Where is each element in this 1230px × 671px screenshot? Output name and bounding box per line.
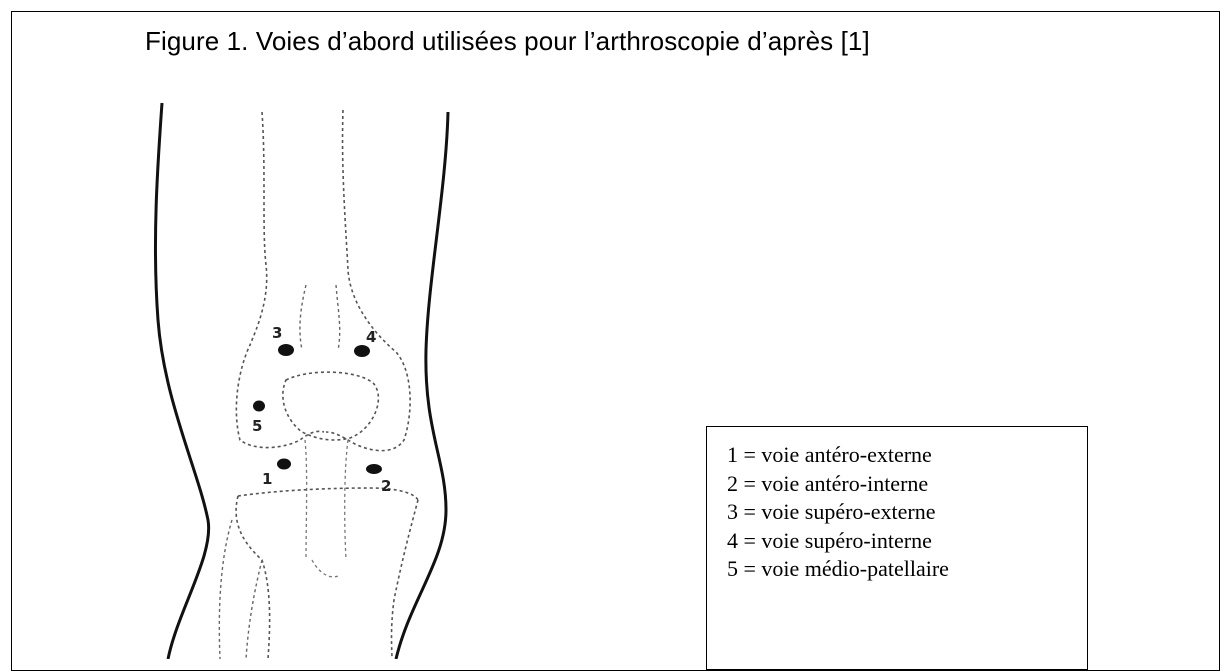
patella-outline	[283, 372, 379, 440]
legend-item: 1 = voie antéro-externe	[727, 441, 1087, 470]
portal-label-5: 5	[252, 417, 262, 435]
femur-outline-medial	[326, 110, 410, 451]
legend-item: 2 = voie antéro-interne	[727, 470, 1087, 499]
portal-label-4: 4	[366, 328, 376, 346]
patellar-tendon	[305, 440, 348, 560]
intercondylar-notch	[300, 285, 340, 350]
portal-label-2: 2	[381, 477, 391, 495]
tibial-tuberosity	[312, 560, 340, 577]
legend-item: 3 = voie supéro-externe	[727, 498, 1087, 527]
portal-dot-4	[354, 345, 370, 357]
portal-label-1: 1	[262, 470, 272, 488]
portal-label-3: 3	[272, 324, 282, 342]
portal-dot-1	[277, 459, 291, 470]
fibula-outline	[219, 520, 262, 659]
portal-dot-3	[278, 344, 294, 356]
tibia-outline	[236, 496, 418, 659]
legend-box: 1 = voie antéro-externe 2 = voie antéro-…	[706, 426, 1088, 670]
portal-dot-2	[366, 464, 382, 474]
leg-outline-left	[155, 103, 208, 659]
legend-item: 5 = voie médio-patellaire	[727, 555, 1087, 584]
leg-outline-right	[396, 112, 448, 659]
femur-outline	[236, 112, 324, 448]
legend-item: 4 = voie supéro-interne	[727, 527, 1087, 556]
portal-dot-5	[253, 401, 265, 412]
